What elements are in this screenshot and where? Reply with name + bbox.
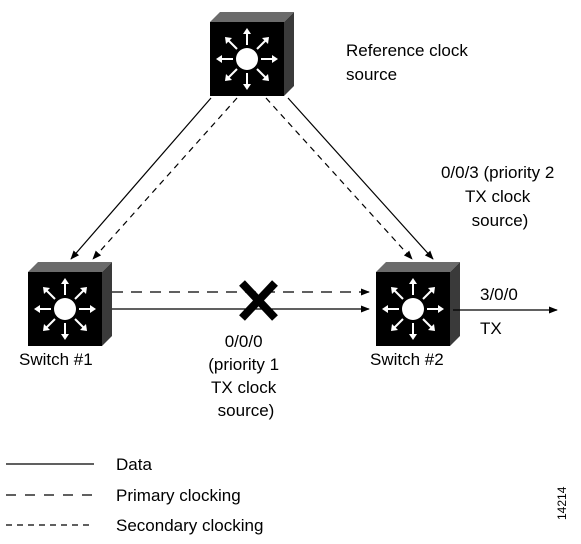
- data-link-ref-to-switch1: [70, 97, 212, 260]
- legend-label-data: Data: [116, 455, 152, 474]
- switch1-label: Switch #1: [19, 350, 93, 369]
- secondary-clock-link-ref-to-switch2: [265, 97, 413, 260]
- x-cross-icon: [239, 280, 278, 321]
- output-port-label: 3/0/0 TX: [480, 285, 523, 338]
- secondary-source-port-label: 0/0/3 (priority 2 TX clock source): [441, 163, 559, 230]
- reference-clock-label: Reference clock source: [346, 41, 473, 84]
- legend: Data Primary clocking Secondary clocking: [6, 455, 263, 535]
- data-link-ref-to-switch2: [287, 97, 434, 260]
- primary-source-port-label: 0/0/0 (priority 1 TX clock source): [208, 332, 284, 420]
- reference-clock-switch-icon: [209, 11, 295, 97]
- legend-label-secondary-clocking: Secondary clocking: [116, 516, 263, 535]
- secondary-clock-link-ref-to-switch1: [92, 97, 238, 260]
- switch2-label: Switch #2: [370, 350, 444, 369]
- switch2-icon: [375, 261, 461, 347]
- figure-number: 14214: [555, 486, 569, 520]
- switch1-icon: [27, 261, 113, 347]
- legend-label-primary-clocking: Primary clocking: [116, 486, 241, 505]
